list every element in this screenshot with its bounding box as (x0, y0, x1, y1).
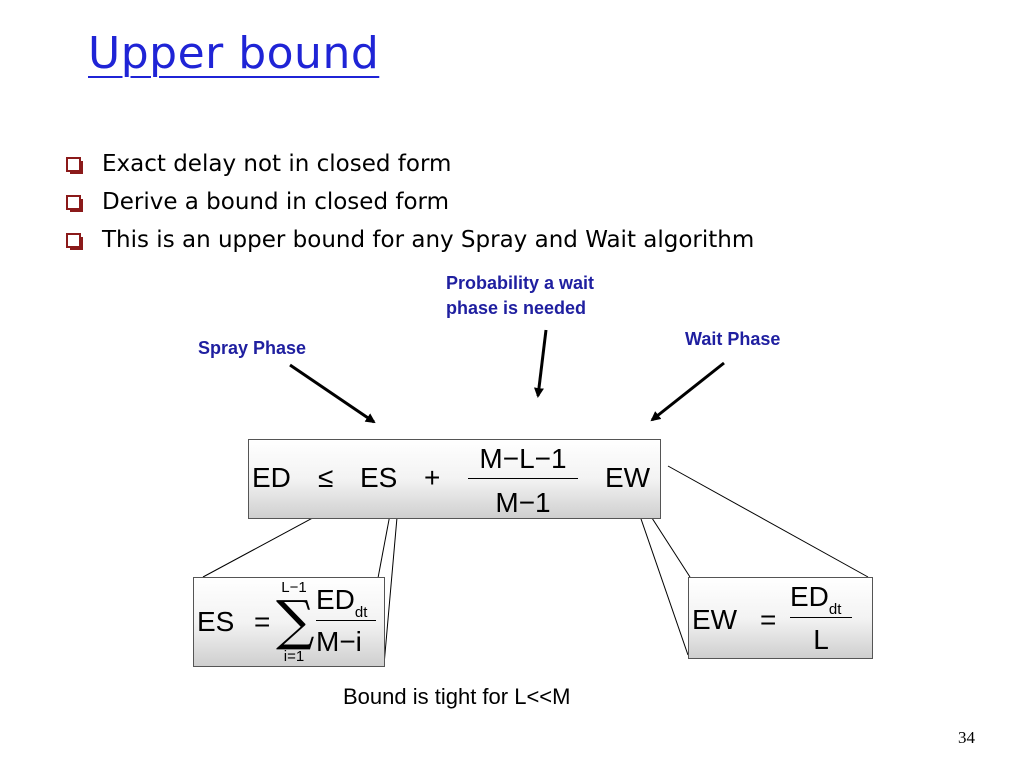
es-lhs: ES (197, 606, 235, 637)
main-equation-box (248, 439, 661, 519)
ew-equals: = (760, 604, 777, 635)
ew-fraction-line (790, 617, 852, 618)
bullet-list: Exact delay not in closed form Derive a … (66, 148, 754, 262)
spray-phase-note: Spray Phase (198, 338, 307, 358)
bullet-text: This is an upper bound for any Spray and… (102, 227, 755, 253)
ew-denominator: L (813, 624, 829, 655)
bullet-box-icon (66, 233, 83, 250)
equation-plus: + (424, 462, 441, 493)
ew-connector-line (667, 465, 869, 578)
sigma-symbol: ∑ (276, 589, 315, 652)
probability-note: Probability a wait phase is needed (446, 271, 594, 321)
page-number: 34 (958, 728, 975, 747)
footer-note: Bound is tight for L<<M (343, 684, 571, 709)
fraction-denominator: M−1 (495, 487, 551, 518)
equation-es: ES (360, 462, 398, 493)
equation-ew: EW (605, 462, 651, 493)
bullet-item: Derive a bound in closed form (66, 186, 754, 224)
bullet-text: Exact delay not in closed form (102, 151, 452, 177)
slide-title: Upper bound (88, 28, 380, 79)
sum-lower-limit: i=1 (283, 648, 305, 665)
spray-phase-arrow (289, 363, 376, 424)
ew-numerator-main: ED (790, 581, 829, 612)
probability-note-line2: phase is needed (446, 298, 587, 318)
equation-leq: ≤ (318, 462, 334, 493)
es-numerator: EDdt (316, 584, 367, 621)
es-fraction-line (316, 620, 376, 621)
bullet-text: Derive a bound in closed form (102, 189, 449, 215)
wait-phase-note: Wait Phase (685, 329, 781, 349)
ew-lhs: EW (692, 604, 738, 635)
bullet-item: This is an upper bound for any Spray and… (66, 224, 754, 262)
ew-numerator-subscript: dt (828, 601, 842, 618)
probability-arrow (533, 329, 548, 398)
probability-note-line1: Probability a wait (446, 273, 595, 293)
bullet-item: Exact delay not in closed form (66, 148, 754, 186)
sum-upper-limit: L−1 (281, 579, 307, 596)
es-numerator-main: ED (316, 584, 355, 615)
es-denominator: M−i (316, 626, 362, 657)
fraction-line (468, 478, 578, 479)
fraction-numerator: M−L−1 (479, 443, 567, 474)
es-numerator-subscript: dt (354, 604, 368, 621)
bullet-box-icon (66, 195, 83, 212)
ew-equation-box (688, 577, 873, 659)
wait-phase-arrow (650, 361, 725, 422)
equation-ed: ED (252, 462, 291, 493)
es-equals: = (254, 606, 271, 637)
es-equation-box (193, 577, 385, 667)
ew-numerator: EDdt (790, 581, 841, 618)
bullet-box-icon (66, 157, 83, 174)
